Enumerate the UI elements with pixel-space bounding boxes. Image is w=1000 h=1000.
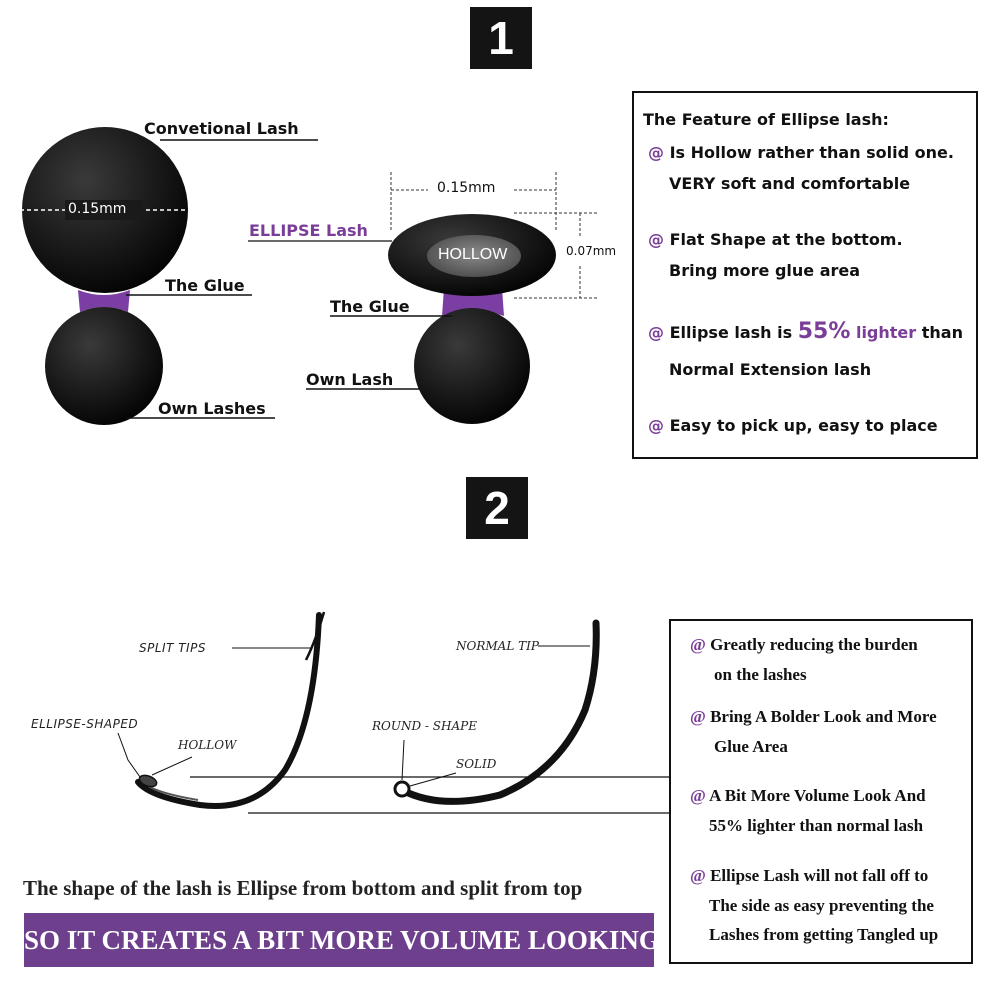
benefit-4-line2: The side as easy preventing the	[709, 896, 934, 915]
at-marker: @	[690, 866, 706, 885]
middle-own-lash-circle	[414, 308, 530, 424]
left-own-lash-circle	[45, 307, 163, 425]
split-tip-lash	[135, 612, 322, 809]
solid-label: SOLID	[456, 757, 497, 771]
at-marker: @	[648, 323, 664, 342]
ellipse-shaped-label: ELLIPSE-SHAPED	[31, 717, 139, 731]
hollow-tip-label: HOLLOW	[178, 738, 237, 752]
round-shape-label: ROUND - SHAPE	[372, 719, 477, 733]
benefit-1: @ Greatly reducing the burden	[690, 635, 918, 654]
normal-tip-label: NORMAL TIP	[456, 639, 539, 653]
ellipse-lash-label: ELLIPSE Lash	[249, 221, 368, 240]
at-marker: @	[690, 707, 706, 726]
split-tips-label: SPLIT TIPS	[139, 641, 206, 655]
benefit-1-line2: on the lashes	[714, 665, 807, 684]
features-heading: The Feature of Ellipse lash:	[643, 110, 889, 129]
at-marker: @	[648, 416, 664, 435]
feature-3-line2: Normal Extension lash	[669, 360, 872, 379]
normal-tip-lash	[398, 619, 600, 805]
own-lashes-label: Own Lashes	[158, 399, 266, 418]
at-marker: @	[690, 786, 706, 805]
left-glue-shape	[78, 290, 130, 312]
benefit-3-line2: 55% lighter than normal lash	[709, 816, 924, 835]
section-2-number: 2	[466, 477, 528, 539]
feature-2-line2: Bring more glue area	[669, 261, 861, 280]
benefit-2: @ Bring A Bolder Look and More	[690, 707, 937, 726]
at-marker: @	[648, 143, 664, 162]
feature-3: @ Ellipse lash is 55% lighter than	[648, 319, 963, 344]
feature-4: @ Easy to pick up, easy to place	[648, 416, 938, 435]
benefit-4-line3: Lashes from getting Tangled up	[709, 925, 939, 944]
percent-highlight: 55%	[797, 319, 851, 344]
own-lash-label: Own Lash	[306, 370, 394, 389]
middle-glue-label: The Glue	[330, 297, 410, 316]
shape-caption: The shape of the lash is Ellipse from bo…	[23, 876, 583, 900]
features-box: The Feature of Ellipse lash: @ Is Hollow…	[632, 91, 978, 459]
feature-1-line2: VERY soft and comfortable	[669, 174, 911, 193]
feature-2: @ Flat Shape at the bottom.	[648, 230, 903, 249]
at-marker: @	[648, 230, 664, 249]
conventional-diameter-label: 0.15mm	[68, 201, 127, 217]
benefits-box: @ Greatly reducing the burden on the las…	[669, 619, 973, 964]
ellipse-width-label: 0.15mm	[437, 180, 496, 196]
benefit-3: @ A Bit More Volume Look And	[690, 786, 926, 805]
conventional-lash-label: Convetional Lash	[144, 119, 299, 138]
section-1-number: 1	[470, 7, 532, 69]
hollow-label: HOLLOW	[438, 246, 508, 263]
benefit-2-line2: Glue Area	[714, 737, 788, 756]
feature-1: @ Is Hollow rather than solid one.	[648, 143, 954, 162]
cross-section-diagram	[20, 127, 598, 425]
at-marker: @	[690, 635, 706, 654]
hollow-core	[427, 235, 521, 277]
benefit-4: @ Ellipse Lash will not fall off to	[690, 866, 929, 885]
left-glue-label: The Glue	[165, 276, 245, 295]
lighter-highlight: lighter	[855, 323, 917, 342]
volume-banner: SO IT CREATES A BIT MORE VOLUME LOOKING	[24, 913, 660, 967]
ellipse-height-label: 0.07mm	[566, 244, 617, 258]
